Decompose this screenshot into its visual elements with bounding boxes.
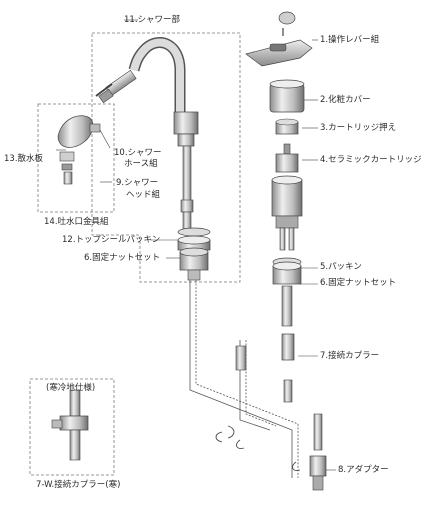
label-head-1: 9.シャワー — [116, 178, 159, 188]
body-illustration — [271, 175, 303, 251]
label-spout-fitting: 14.吐水口金具組 — [44, 217, 109, 227]
label-hose-2: ホース組 — [124, 159, 158, 169]
coupler-illustration — [235, 333, 323, 451]
label-nut-set-left: 6.固定ナットセット — [84, 253, 161, 263]
label-ceramic-cartridge: 4.セラミックカートリッジ — [320, 155, 421, 165]
clip-illustration — [215, 425, 301, 471]
label-shower-unit: 11.シャワー部 — [124, 15, 181, 25]
label-cold-region-title: (寒冷地仕様) — [46, 383, 96, 393]
label-nut-set-right: 6.固定ナットセット — [320, 278, 397, 288]
label-hose-1: 10.シャワー — [114, 148, 162, 158]
label-cold-region-coupler: 7-W.接続カプラー(寒) — [36, 480, 121, 490]
label-adapter: 8.アダプター — [338, 465, 389, 475]
shower-unit-box — [91, 32, 241, 283]
label-coupler: 7.接続カプラー — [320, 351, 380, 361]
label-spray-plate: 13.散水板 — [4, 154, 44, 164]
label-head-2: ヘッド組 — [126, 190, 161, 200]
label-packing: 5.パッキン — [320, 262, 362, 272]
left-nut-set-illustration — [177, 227, 211, 281]
cold-region-coupler-illustration — [51, 389, 89, 461]
shower-head-illustration — [57, 115, 101, 185]
shower-head-box — [37, 103, 115, 213]
hose-connector-illustration — [95, 69, 137, 104]
cold-region-box — [29, 378, 115, 476]
spout-illustration — [128, 37, 199, 233]
label-top-seal: 12.トップシールパッキン — [62, 235, 161, 245]
label-cover: 2.化粧カバー — [320, 95, 371, 105]
right-nut-set-illustration — [272, 257, 302, 327]
label-lever: 1.操作レバー組 — [320, 35, 380, 45]
adapter-illustration — [309, 455, 327, 491]
cover-illustration — [269, 79, 305, 113]
ceramic-cartridge-illustration — [275, 143, 299, 173]
label-cartridge-holder: 3.カートリッジ押え — [320, 123, 397, 133]
leader-lines — [56, 19, 336, 471]
cartridge-holder-illustration — [275, 118, 299, 135]
lever-illustration — [245, 11, 313, 67]
